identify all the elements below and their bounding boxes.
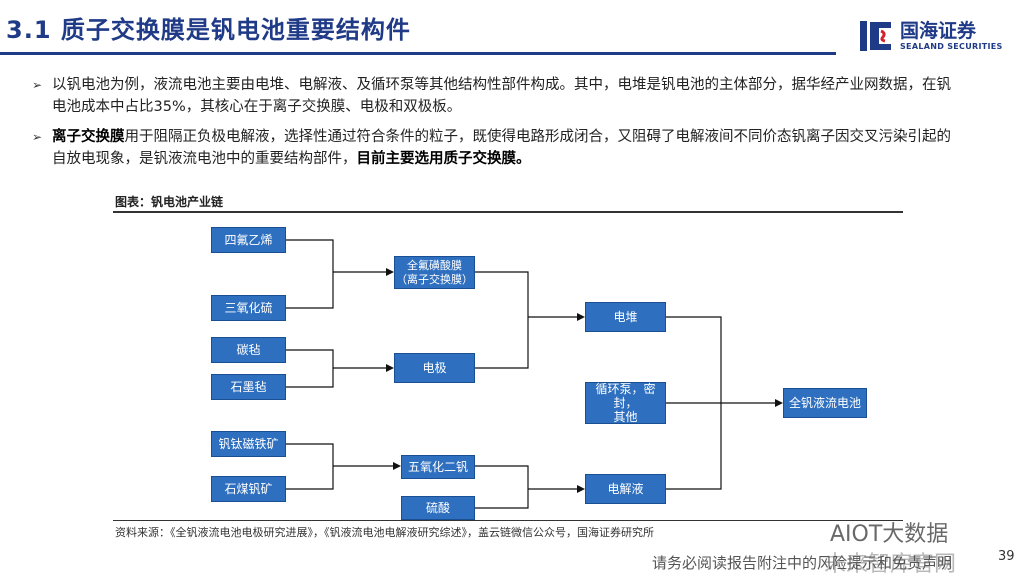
bullet-tail-bold: 目前主要选用质子交换膜。: [356, 151, 531, 167]
connector-line: [475, 271, 529, 369]
arrowhead: [577, 485, 585, 493]
sealand-logo-icon: [860, 21, 891, 51]
arrowhead: [577, 313, 585, 321]
page-title: 3.1 质子交换膜是钒电池重要结构件: [6, 16, 411, 44]
node-ptfe: 四氟乙烯: [211, 227, 286, 253]
arrowhead: [386, 268, 394, 276]
logo-text-en: SEALAND SECURITIES: [900, 42, 1003, 51]
disclaimer: 请务必阅读报告附注中的风险提示和免责声明: [652, 554, 953, 572]
node-so3: 三氧化硫: [211, 295, 286, 321]
node-carbon-felt: 碳毡: [211, 337, 286, 363]
connector-line: [286, 443, 334, 490]
figure-caption: 图表：钒电池产业链: [115, 195, 224, 209]
bullet-arrow-icon: ➢: [32, 78, 43, 92]
bullet-arrow-icon: ➢: [32, 130, 43, 144]
bullet-list: ➢ 以钒电池为例，液流电池主要由电堆、电解液、及循环泵等其他结构性部件构成。其中…: [32, 74, 957, 178]
bullet-text: 以钒电池为例，液流电池主要由电堆、电解液、及循环泵等其他结构性部件构成。其中，电…: [52, 77, 951, 115]
connector-line: [475, 465, 529, 509]
header-rule: [0, 52, 836, 55]
watermark-line-1: AIOT大数据: [830, 522, 949, 547]
connector-line: [286, 239, 334, 309]
watermark-line-2: 未来智库官网: [824, 552, 957, 577]
connector-line: [666, 316, 722, 490]
bullet-item: ➢ 离子交换膜用于阻隔正负极电解液，选择性通过符合条件的粒子，既使得电路形成闭合…: [32, 126, 957, 170]
sealand-logo: 国海证券 SEALAND SECURITIES: [858, 16, 1018, 56]
arrowhead: [393, 462, 401, 470]
arrowhead: [775, 399, 783, 407]
figure-rule-bottom: [113, 520, 903, 521]
bullet-text: 用于阻隔正负极电解液，选择性通过符合条件的粒子，既使得电路形成闭合，又阻碍了电解…: [52, 129, 951, 167]
node-graphite-felt: 石墨毡: [211, 374, 286, 400]
node-stack: 电堆: [585, 302, 666, 332]
logo-text-cn: 国海证券: [900, 20, 977, 42]
node-stone-coal: 石煤钒矿: [211, 476, 286, 502]
connector-line: [286, 349, 334, 388]
node-vti-ore: 钒钛磁铁矿: [211, 431, 286, 457]
source-note: 资料来源：《全钒液流电池电极研究进展》，《钒液流电池电解液研究综述》，盖云链微信…: [115, 526, 654, 539]
figure-rule-top: [113, 211, 903, 213]
arrowhead: [386, 364, 394, 372]
node-electrolyte: 电解液: [585, 474, 666, 504]
node-sulfuric-acid: 硫酸: [401, 496, 475, 520]
node-pump: 循环泵，密封， 其他: [585, 382, 666, 424]
bullet-item: ➢ 以钒电池为例，液流电池主要由电堆、电解液、及循环泵等其他结构性部件构成。其中…: [32, 74, 957, 118]
node-v2o5: 五氧化二钒: [401, 455, 475, 479]
node-electrode: 电极: [394, 353, 475, 383]
page-number: 39: [998, 549, 1015, 564]
node-battery: 全钒液流电池: [783, 388, 867, 418]
node-membrane: 全氟磺酸膜 （离子交换膜）: [394, 256, 475, 289]
bullet-bold: 离子交换膜: [52, 129, 125, 145]
